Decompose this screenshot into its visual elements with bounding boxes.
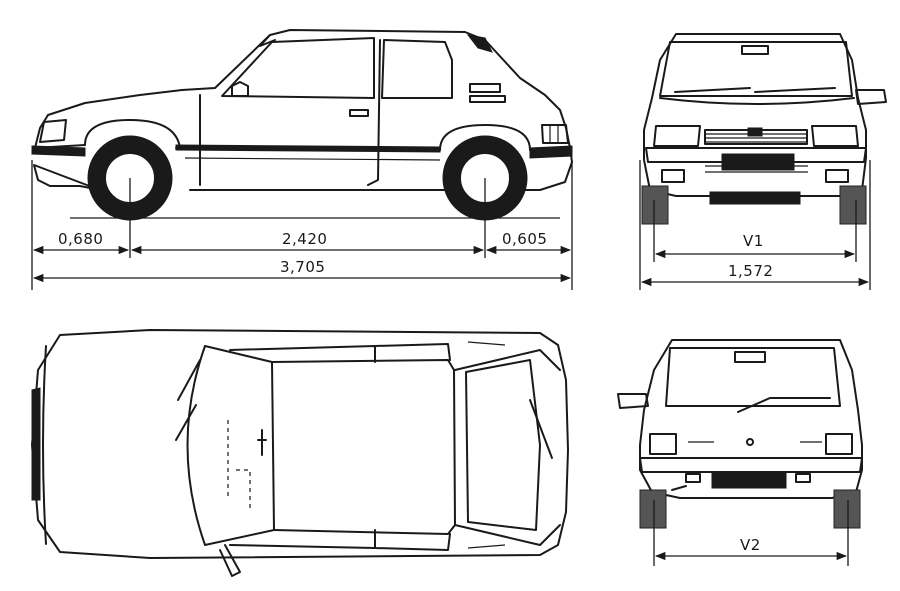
dim-rear-overhang: 0,605: [502, 230, 547, 248]
front-dimensions: V1 1,572: [639, 160, 871, 290]
dim-front-track: V1: [743, 232, 764, 250]
rear-window: [665, 347, 841, 407]
rear-view: [617, 339, 863, 529]
side-front-window: [221, 37, 375, 99]
front-right-tire: [839, 185, 867, 225]
dim-wheelbase: 2,420: [282, 230, 327, 248]
front-view: [641, 33, 887, 225]
top-view: [31, 329, 569, 577]
rear-body-outline: [639, 339, 863, 499]
dim-front-overhang: 0,680: [58, 230, 103, 248]
side-rear-window: [381, 39, 453, 99]
side-dimensions: 0,680 2,420 0,605 3,705: [31, 160, 573, 290]
front-left-tire: [641, 185, 669, 225]
rear-dimensions: V2: [653, 500, 849, 566]
top-rear-window: [465, 359, 541, 531]
rear-left-tire: [639, 489, 667, 529]
rear-right-tire: [833, 489, 861, 529]
dim-overall-length: 3,705: [280, 258, 325, 276]
dim-rear-track: V2: [740, 536, 761, 554]
front-windshield: [659, 41, 853, 97]
dim-overall-width: 1,572: [728, 262, 773, 280]
top-windshield: [186, 345, 275, 546]
side-view: [31, 29, 573, 221]
